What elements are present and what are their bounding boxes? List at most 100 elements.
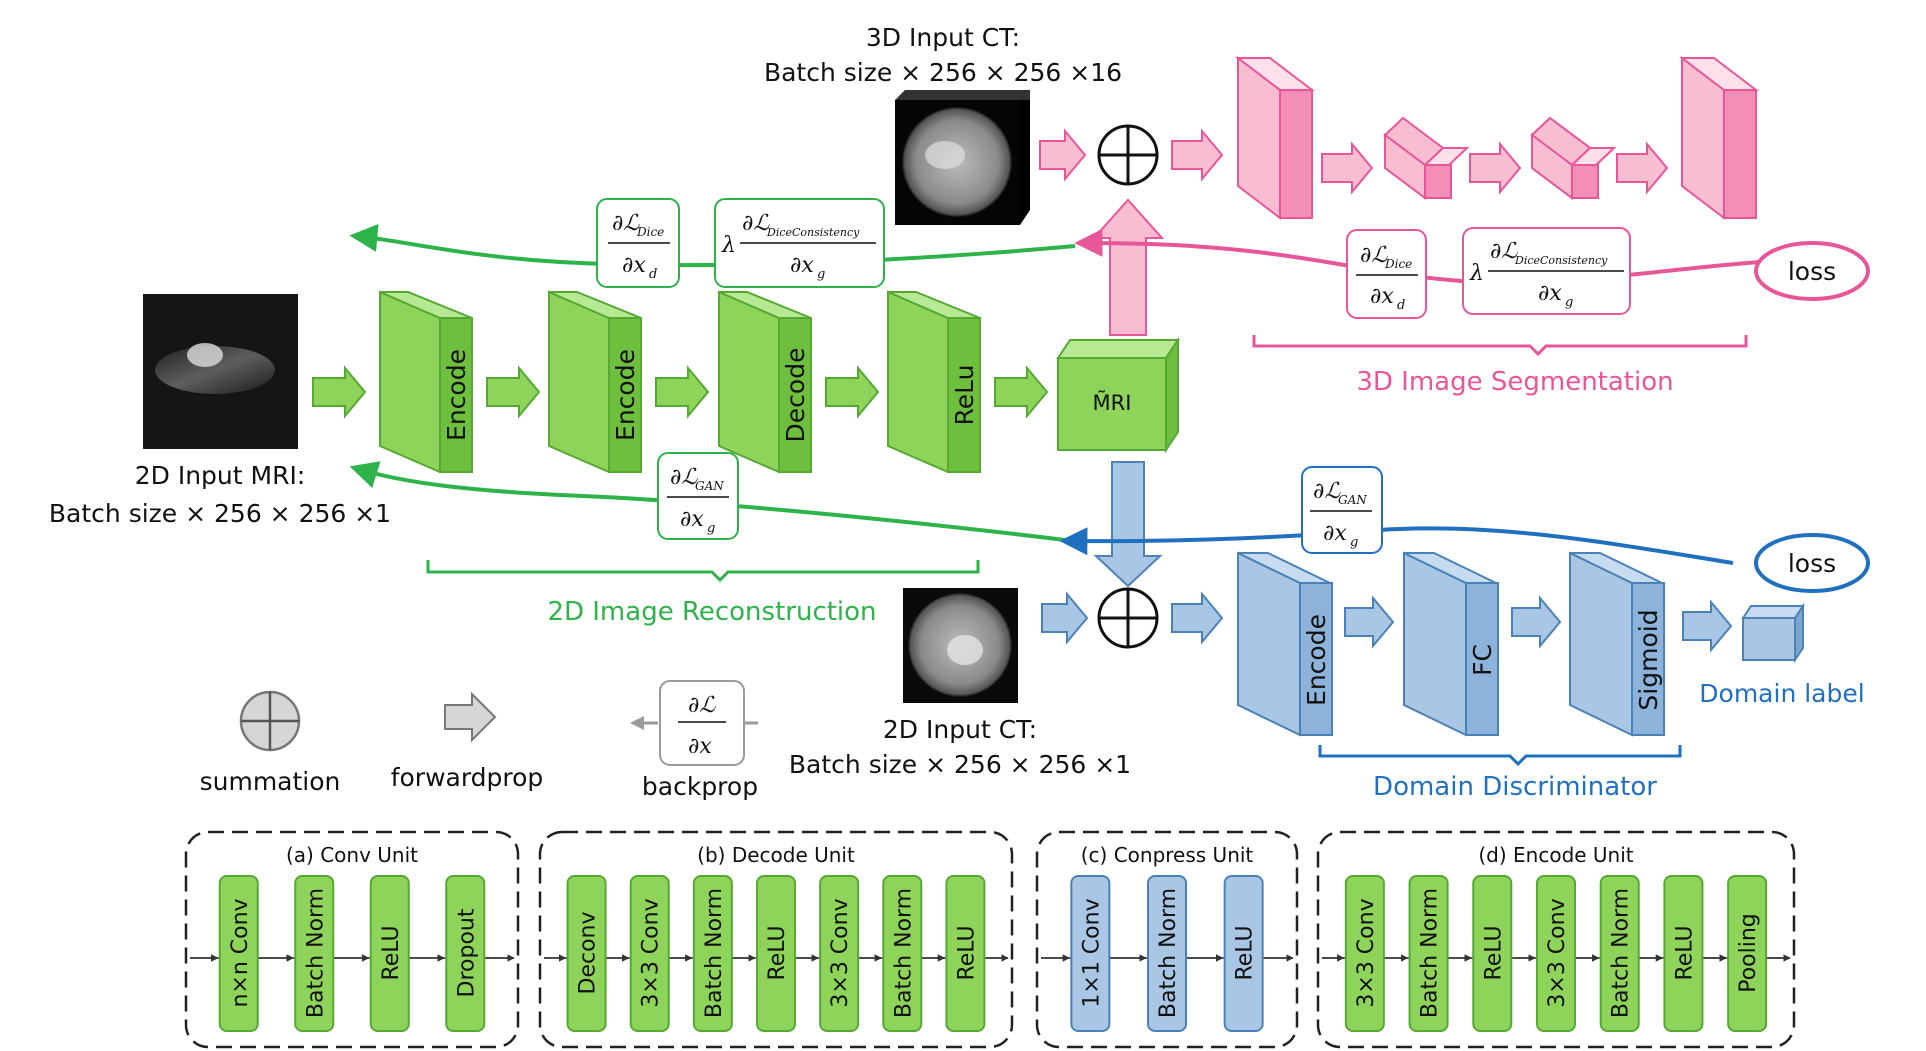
unit-4-layer-6-label: ReLU [1672, 925, 1697, 980]
fwd-arrow-decode-to-relu [825, 365, 880, 419]
discriminator-loss: loss [1754, 533, 1870, 593]
unit-3-layer-1: 1×1 Conv [1070, 875, 1111, 1032]
mri2d-size: Batch size × 256 × 256 ×1 [49, 499, 391, 528]
unit-4-layer-7: Pooling [1727, 875, 1768, 1032]
segmentation-label: 3D Image Segmentation [1356, 367, 1673, 397]
consistency-green-num: ∂ℒ [742, 211, 770, 236]
brace-reconstruction [426, 560, 980, 583]
recon-block-2: Encode [548, 290, 642, 474]
backprop-pink [1074, 228, 1761, 285]
consistency-pink-lambda: λ [1469, 261, 1484, 286]
ct3d-volume-image [895, 90, 1030, 225]
legend-forwardprop-label: forwardprop [391, 763, 544, 792]
ct3d-title: 3D Input CT: [866, 23, 1020, 52]
gan-green-num: ∂ℒ [670, 465, 698, 490]
reconstruction-label: 2D Image Reconstruction [547, 597, 876, 627]
brace-segmentation [1252, 335, 1748, 357]
summation-node-bottom [1097, 587, 1159, 649]
seg-block-2 [1383, 116, 1470, 200]
unit-4-layer-3-label: ReLU [1481, 925, 1506, 980]
seg-block-5 [1679, 55, 1759, 221]
fwd-arrow-sum-to-disc [1171, 591, 1224, 645]
unit-panel-4: (d) Encode Unit 3×3 Conv Batch Norm ReLU 3×3… [1316, 830, 1796, 1049]
mri2d-title: 2D Input MRI: [135, 461, 306, 490]
unit-2-layer-6: Batch Norm [882, 875, 923, 1032]
segmentation-blocks [1235, 55, 1759, 221]
gan-blue-den-sub: g [1350, 535, 1358, 550]
unit-3-layer-3: ReLU [1223, 875, 1264, 1032]
unit-4-layer-7-label: Pooling [1736, 913, 1761, 993]
brace-discriminator [1318, 745, 1682, 767]
unit-3-layer-2: Batch Norm [1147, 875, 1187, 1032]
ct2d-input: 2D Input CT: Batch size × 256 × 256 ×1 [789, 588, 1131, 779]
unit-4-layer-3: ReLU [1472, 875, 1513, 1032]
unit-4-layer-4-label: 3×3 Conv [1545, 898, 1570, 1007]
unit-2-layer-5-label: 3×3 Conv [828, 898, 853, 1007]
gradient-box-consistency-pink: λ ∂ℒ DiceConsistency ∂x g [1462, 227, 1631, 315]
gan-green-den-sub: g [707, 521, 715, 536]
ct2d-title: 2D Input CT: [883, 715, 1037, 744]
gradient-box-consistency-green: λ ∂ℒ DiceConsistency ∂x g [714, 198, 885, 288]
gan-green-den: ∂x [680, 507, 704, 532]
pink-up-arrow [1091, 198, 1165, 336]
unit-2-layer-2: 3×3 Conv [629, 875, 670, 1032]
unit-4-layer-6: ReLU [1663, 875, 1704, 1032]
unit-4-layer-2: Batch Norm [1408, 875, 1449, 1032]
recon-block-3-label: Decode [781, 348, 810, 443]
fwd-arrow-seg1-to-seg2 [1321, 141, 1374, 195]
gradient-box-dice-pink: ∂ℒ Dice ∂x d [1346, 229, 1427, 319]
unit-panel-3: (c) Conpress Unit 1×1 Conv Batch Norm ReLU [1035, 830, 1299, 1049]
consistency-green-lambda: λ [721, 233, 736, 258]
dice-green-den-sub: d [649, 267, 657, 282]
unit-2-layer-2-label: 3×3 Conv [639, 898, 664, 1007]
gan-green-num-sub: GAN [695, 479, 724, 493]
dice-pink-den: ∂x [1370, 284, 1394, 309]
legend-forwardprop-icon [444, 691, 497, 743]
fwd-arrow-seg3-to-seg4 [1616, 141, 1669, 195]
discriminator-label: Domain Discriminator [1373, 772, 1657, 802]
forward-arrows [312, 128, 1733, 653]
fwd-arrow-disc3-to-label [1682, 599, 1733, 653]
mri-output-label: M̃RI [1093, 390, 1132, 415]
seg-block-4 [1530, 116, 1617, 200]
legend-summation-icon [239, 690, 301, 752]
fwd-arrow-seg2-to-seg3 [1469, 141, 1522, 195]
unit-1-layer-3-label: ReLU [379, 925, 404, 980]
unit-2-layer-6-label: Batch Norm [891, 888, 916, 1018]
unit-panel-1-title: (a) Conv Unit [286, 843, 418, 867]
discriminator-loss-label: loss [1788, 549, 1836, 578]
unit-2-layer-1-label: Deconv [576, 912, 601, 995]
unit-3-layer-1-label: 1×1 Conv [1079, 898, 1104, 1007]
unit-panel-4-title: (d) Encode Unit [1478, 843, 1633, 867]
consistency-pink-den: ∂x [1538, 281, 1562, 306]
fwd-arrow-ct2d-to-sum [1041, 591, 1089, 645]
unit-4-layer-4: 3×3 Conv [1536, 875, 1576, 1032]
unit-2-layer-4: ReLU [756, 875, 796, 1032]
unit-panel-3-title: (c) Conpress Unit [1081, 843, 1254, 867]
consistency-green-den-sub: g [817, 267, 825, 282]
unit-4-layer-2-label: Batch Norm [1418, 888, 1443, 1018]
unit-1-layer-4: Dropout [445, 875, 486, 1032]
legend: summation forwardprop ∂ℒ ∂x backprop [200, 680, 758, 801]
unit-4-layer-1-label: 3×3 Conv [1354, 898, 1379, 1007]
disc-block-2: FC [1403, 551, 1499, 737]
fwd-arrow-disc1-to-disc2 [1344, 595, 1395, 649]
dice-green-num: ∂ℒ [612, 211, 640, 236]
disc-block-1: Encode [1237, 551, 1333, 737]
disc-block-3-label: Sigmoid [1634, 609, 1663, 710]
gradient-box-gan-blue: ∂ℒ GAN ∂x g [1301, 466, 1383, 554]
unit-2-layer-3: Batch Norm [692, 875, 733, 1032]
segmentation-loss: loss [1754, 241, 1870, 301]
mri-reconstruction-output: M̃RI [1056, 336, 1180, 454]
unit-2-layer-3-label: Batch Norm [702, 888, 727, 1018]
dice-pink-num-sub: Dice [1384, 257, 1412, 271]
consistency-green-num-sub: DiceConsistency [766, 226, 860, 239]
dice-pink-den-sub: d [1397, 298, 1405, 313]
consistency-pink-num-sub: DiceConsistency [1514, 254, 1608, 267]
unit-2-layer-7-label: ReLU [954, 925, 979, 980]
unit-1-layer-1: n×n Conv [218, 875, 259, 1032]
gradient-box-gan-green: ∂ℒ GAN ∂x g [657, 452, 739, 540]
disc-block-2-label: FC [1468, 644, 1497, 676]
